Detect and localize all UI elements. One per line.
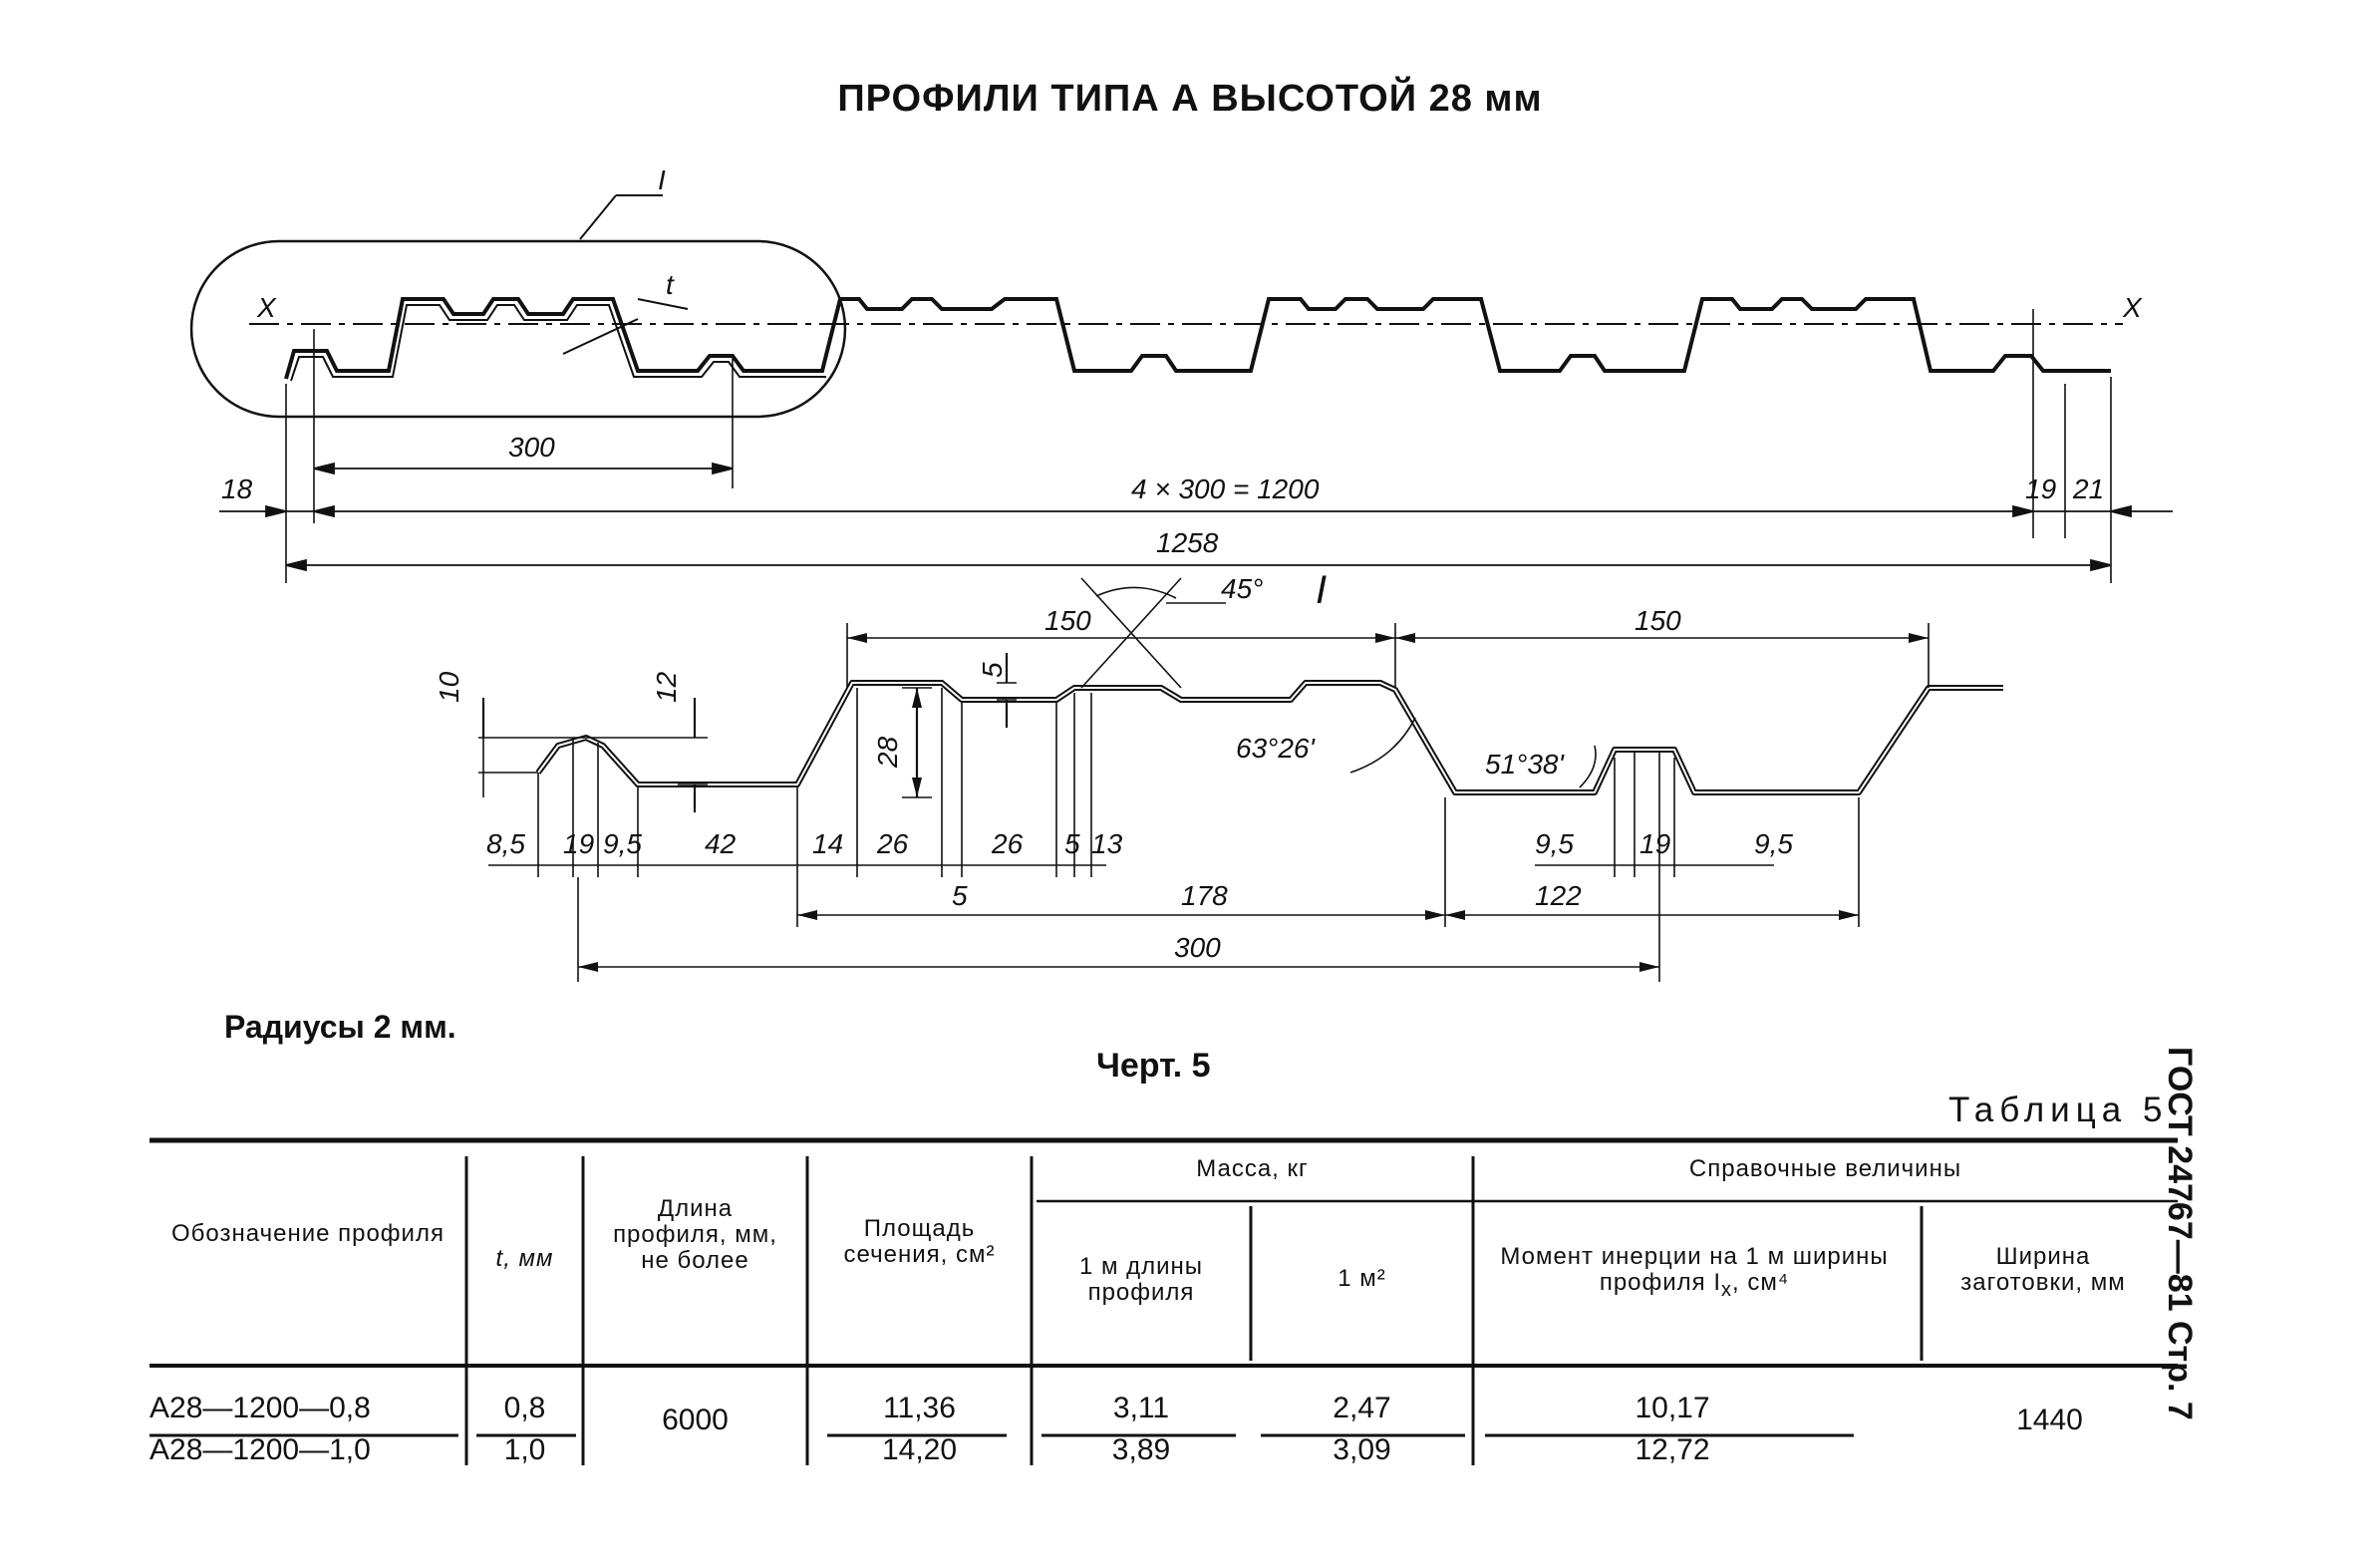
dim-13: 13 <box>1091 828 1123 859</box>
dim-300: 300 <box>1174 932 1221 963</box>
figure-caption: Черт. 5 <box>1096 1047 1211 1085</box>
dim-h12: 12 <box>651 671 682 703</box>
inertia-subscript: x <box>1721 1278 1733 1301</box>
row1-inertia: 10,17 <box>1635 1392 1710 1424</box>
row2-t: 1,0 <box>503 1433 546 1466</box>
radius-note: Радиусы 2 мм. <box>224 1009 456 1045</box>
dim-14: 14 <box>812 828 843 859</box>
dim-26a: 26 <box>876 828 909 859</box>
dim-h5: 5 <box>977 662 1008 678</box>
dim-8-5: 8,5 <box>486 828 525 859</box>
header-designation: Обозначение профиля <box>171 1220 445 1247</box>
dim-150-right: 150 <box>1635 605 1681 636</box>
angle-51: 51°38' <box>1485 749 1565 780</box>
dim-9-5-right-b: 9,5 <box>1754 828 1793 859</box>
dim-5a: 5 <box>1064 828 1080 859</box>
dim-h28: 28 <box>872 736 903 769</box>
data-table: Обозначение профиля t, мм Длина профиля,… <box>149 1136 2178 1480</box>
length-value: 6000 <box>662 1404 729 1436</box>
angle-63: 63°26' <box>1236 733 1316 764</box>
table-caption: Таблица 5 <box>1948 1091 2169 1129</box>
dim-19a: 19 <box>563 828 594 859</box>
dim-h10: 10 <box>434 671 464 703</box>
header-reference: Справочные величины <box>1688 1155 1962 1182</box>
inertia-text: Момент инерции на 1 м ширины профиля I <box>1500 1243 1889 1296</box>
dim-overall: 1258 <box>1156 527 1219 558</box>
header-mass: Масса, кг <box>1196 1155 1309 1182</box>
header-area: Площадь сечения, см² <box>843 1215 996 1268</box>
profile-overview-drawing: I X X t 300 18 4 × 300 = 1200 19 21 1258 <box>189 164 2173 583</box>
dim-span: 4 × 300 = 1200 <box>1131 473 1320 504</box>
dim-122: 122 <box>1535 880 1582 911</box>
detail-callout-oval <box>189 239 847 419</box>
angle-45: 45° <box>1221 573 1263 604</box>
profile-line <box>284 297 2111 380</box>
table-grid <box>149 1137 2178 1465</box>
row2-inertia: 12,72 <box>1635 1433 1710 1466</box>
inertia-unit: , см⁴ <box>1732 1269 1790 1296</box>
axis-label-left: X <box>256 292 277 323</box>
dim-178: 178 <box>1181 880 1228 911</box>
header-length: Длина профиля, мм, не более <box>613 1195 777 1274</box>
header-inertia: Момент инерции на 1 м ширины профиля Ix,… <box>1490 1244 1899 1303</box>
callout-label: I <box>658 164 666 195</box>
dim-150-left: 150 <box>1044 605 1091 636</box>
blank-width-value: 1440 <box>2016 1404 2083 1436</box>
header-t: t, мм <box>495 1245 554 1272</box>
thickness-label: t <box>666 269 675 300</box>
row1-mass-1m: 3,11 <box>1112 1392 1170 1424</box>
dim-19-right: 19 <box>1639 828 1670 859</box>
axis-label-right: X <box>2122 292 2143 323</box>
dim-9-5a: 9,5 <box>603 828 642 859</box>
dim-42: 42 <box>705 828 737 859</box>
row2-area: 14,20 <box>881 1433 958 1466</box>
dim-right-a: 19 <box>2025 473 2056 504</box>
detail-view-label: I <box>1316 568 1327 612</box>
header-mass-1m2: 1 м² <box>1338 1265 1386 1292</box>
row1-t: 0,8 <box>503 1392 546 1424</box>
dim-right-b: 21 <box>2072 473 2104 504</box>
row1-mass-1m2: 2,47 <box>1333 1392 1391 1424</box>
dim-left-offset: 18 <box>221 473 253 504</box>
page-title: ПРОФИЛИ ТИПА А ВЫСОТОЙ 28 мм <box>837 78 1543 120</box>
row2-mass-1m: 3,89 <box>1111 1433 1171 1466</box>
header-blank-width: Ширина заготовки, мм <box>1960 1243 2126 1296</box>
row1-designation: А28—1200—0,8 <box>149 1392 371 1424</box>
dim-9-5-right-a: 9,5 <box>1535 828 1574 859</box>
dim-pitch: 300 <box>508 432 555 463</box>
dim-5b: 5 <box>952 880 968 911</box>
row2-mass-1m2: 3,09 <box>1333 1433 1391 1466</box>
header-mass-1m: 1 м длины профиля <box>1078 1253 1204 1306</box>
row1-area: 11,36 <box>883 1392 956 1424</box>
profile-detail-drawing: 45° I 150 150 63°26' 51°38' 10 12 5 28 8… <box>434 568 2003 982</box>
dim-26b: 26 <box>991 828 1024 859</box>
row2-designation: А28—1200—1,0 <box>149 1433 371 1466</box>
